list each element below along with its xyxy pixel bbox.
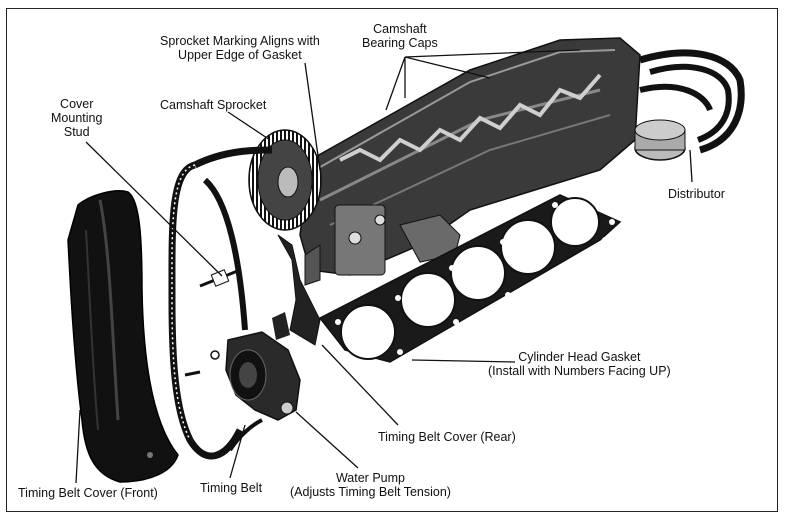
leader-lines	[75, 49, 693, 484]
label-bearing-caps-line1: Camshaft	[373, 22, 427, 36]
leader-cylinder-head-gasket	[411, 359, 516, 363]
leader-water-pump	[295, 411, 359, 469]
label-timing-belt-cover-rear: Timing Belt Cover (Rear)	[378, 430, 516, 444]
label-camshaft-sprocket: Camshaft Sprocket	[160, 98, 267, 112]
label-timing-belt-cover-front: Timing Belt Cover (Front)	[18, 486, 158, 500]
cylinder-head-gasket	[318, 194, 622, 363]
label-timing-belt: Timing Belt	[200, 481, 263, 495]
water-pump	[184, 331, 301, 452]
label-water-pump-line1: Water Pump	[335, 471, 405, 485]
label-cover-stud-line2: Mounting	[51, 111, 103, 125]
label-sprocket-marking: Sprocket Marking Aligns with Upper Edge …	[160, 34, 320, 62]
label-sprocket-marking-line1: Sprocket Marking Aligns with	[160, 34, 320, 48]
label-cover-stud-line3: Stud	[63, 125, 90, 139]
label-bearing-caps-line2: Bearing Caps	[362, 36, 438, 50]
label-gasket-line1: Cylinder Head Gasket	[518, 350, 641, 364]
label-sprocket-marking-line2: Upper Edge of Gasket	[178, 48, 302, 62]
label-distributor: Distributor	[668, 187, 725, 201]
leader-timing-belt	[229, 424, 246, 479]
timing-belt-cover-front	[67, 190, 179, 483]
leader-distributor	[689, 149, 693, 183]
label-water-pump: Water Pump (Adjusts Timing Belt Tension)	[290, 471, 451, 499]
label-water-pump-line2: (Adjusts Timing Belt Tension)	[290, 485, 451, 499]
label-cover-stud-line1: Cover	[60, 97, 94, 111]
leader-cover-front	[75, 409, 81, 484]
cover-mounting-stud	[199, 268, 241, 288]
diagram-frame	[6, 8, 778, 512]
label-gasket-line2: (Install with Numbers Facing UP)	[488, 364, 671, 378]
label-cover-mounting-stud: Cover Mounting Stud	[51, 97, 102, 139]
timing-belt-cover-rear	[272, 234, 321, 346]
leader-bearing-caps	[385, 49, 581, 111]
leader-cover-stud	[85, 141, 223, 277]
label-camshaft-bearing-caps: Camshaft Bearing Caps	[362, 22, 438, 50]
camshaft-sprocket	[248, 129, 322, 231]
leader-camshaft-sprocket	[227, 111, 271, 141]
cylinder-head	[299, 37, 641, 286]
timing-belt	[168, 146, 273, 460]
label-cylinder-head-gasket: Cylinder Head Gasket (Install with Numbe…	[488, 350, 671, 378]
leader-sprocket-marking	[304, 62, 321, 171]
distributor-assembly	[634, 49, 745, 161]
leader-cover-rear	[321, 344, 399, 426]
